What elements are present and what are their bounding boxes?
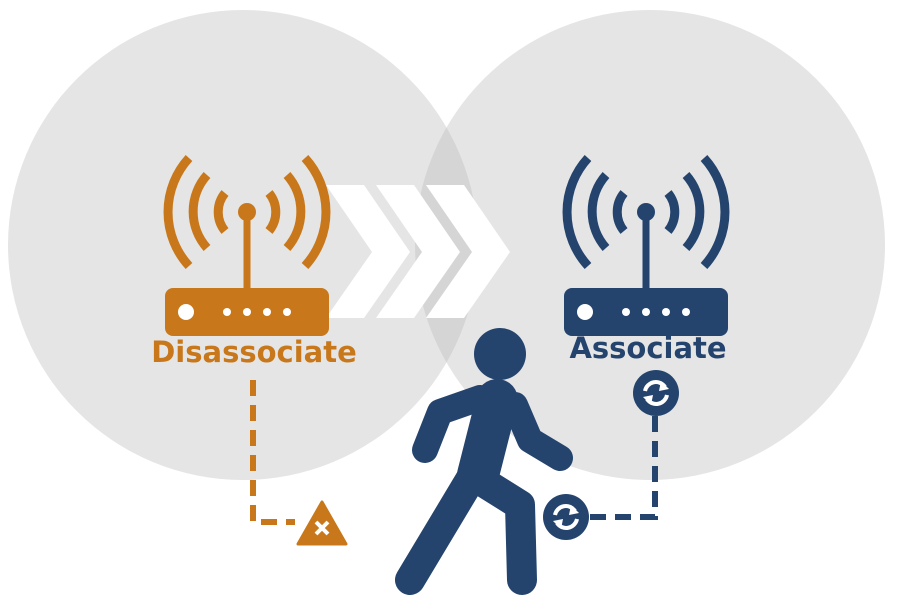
disassociate-label: Disassociate (151, 335, 357, 369)
associate-dashed-line (588, 416, 658, 520)
chevron-3 (426, 185, 510, 318)
right-coverage-circle (415, 10, 885, 480)
associate-label: Associate (569, 331, 726, 365)
sync-icon-bottom (541, 492, 591, 542)
chevron-1 (326, 185, 410, 318)
walking-person-icon (395, 328, 573, 595)
warning-x-icon (296, 500, 348, 546)
sync-icon-top (631, 368, 681, 418)
direction-chevrons (326, 185, 510, 318)
chevron-2 (376, 185, 460, 318)
left-coverage-circle (8, 10, 478, 480)
